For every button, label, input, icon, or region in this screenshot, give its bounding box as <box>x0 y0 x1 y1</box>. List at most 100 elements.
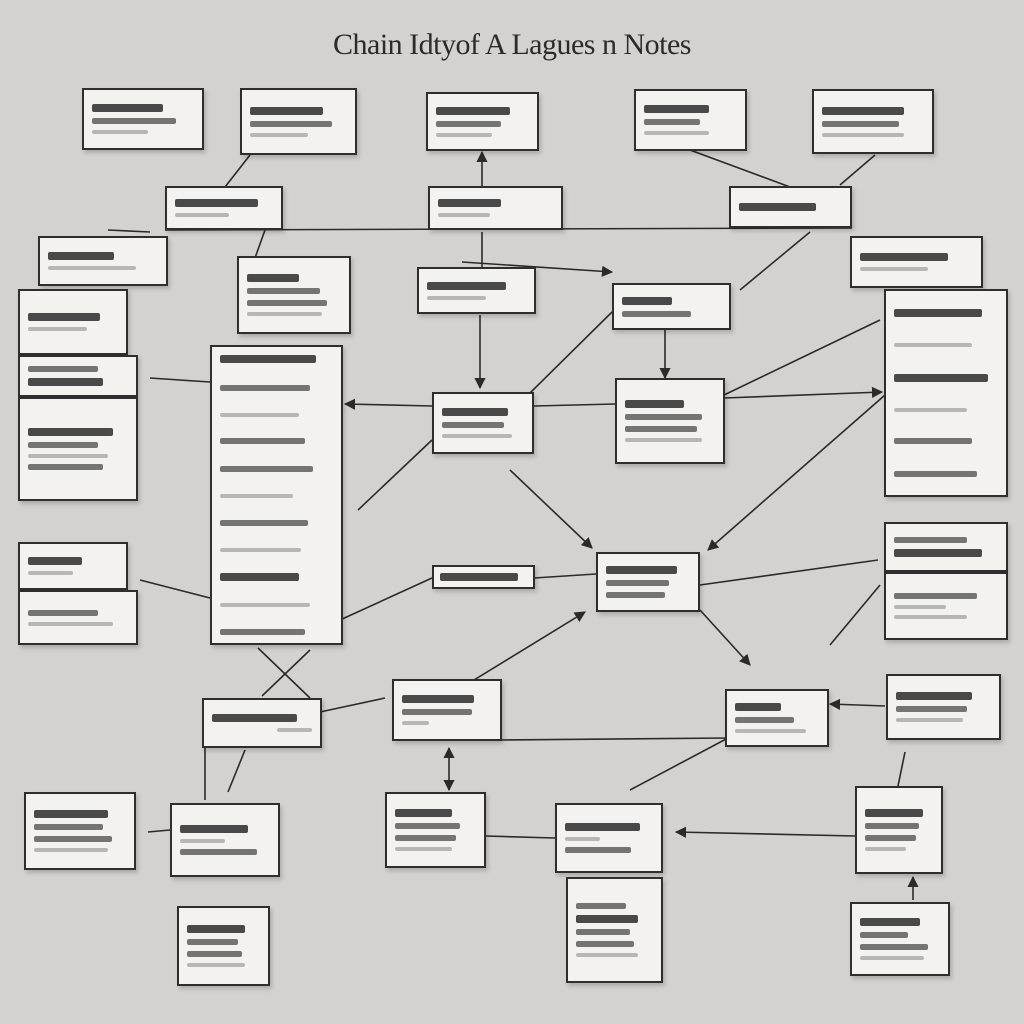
note-line <box>92 104 164 112</box>
note-card[interactable] <box>417 267 536 314</box>
note-line <box>576 929 630 935</box>
note-card[interactable] <box>555 803 663 873</box>
note-line <box>247 300 327 306</box>
note-line <box>180 849 257 855</box>
note-line <box>625 400 684 408</box>
note-line <box>180 825 248 833</box>
note-card[interactable] <box>729 186 852 228</box>
note-card[interactable] <box>392 679 502 741</box>
note-line <box>277 728 312 732</box>
note-line <box>250 132 309 137</box>
note-line <box>395 847 452 851</box>
note-line <box>180 839 225 843</box>
connector <box>707 394 886 551</box>
connector <box>829 584 881 646</box>
note-line <box>28 327 87 331</box>
note-line <box>735 703 782 711</box>
note-line <box>896 718 963 722</box>
note-line <box>735 717 794 723</box>
note-line <box>865 835 916 841</box>
note-line <box>28 366 98 372</box>
note-line <box>565 823 640 831</box>
note-card[interactable] <box>170 803 280 877</box>
note-line <box>34 848 108 852</box>
note-card[interactable] <box>566 877 663 983</box>
note-card[interactable] <box>615 378 725 464</box>
note-card[interactable] <box>202 698 322 748</box>
connector <box>533 403 616 407</box>
note-card[interactable] <box>612 283 731 330</box>
note-line <box>860 253 949 261</box>
note-card[interactable] <box>18 397 138 501</box>
note-line <box>48 252 114 260</box>
note-card[interactable] <box>596 552 700 612</box>
note-line <box>34 836 113 842</box>
connector <box>529 311 613 394</box>
connector <box>897 751 906 787</box>
note-line <box>92 130 149 134</box>
connector <box>723 386 884 399</box>
note-line <box>606 580 669 586</box>
note-card[interactable] <box>385 792 486 868</box>
note-line <box>220 573 300 582</box>
note-line <box>622 310 692 317</box>
note-line <box>739 203 817 211</box>
note-panel[interactable] <box>884 289 1008 497</box>
note-card[interactable] <box>18 542 128 590</box>
note-line <box>175 199 259 207</box>
note-card[interactable] <box>82 88 204 150</box>
connector <box>107 229 151 233</box>
note-card[interactable] <box>18 590 138 645</box>
note-card[interactable] <box>426 92 539 151</box>
note-card[interactable] <box>18 355 138 397</box>
note-line <box>438 213 490 217</box>
connector <box>147 829 171 833</box>
note-panel[interactable] <box>210 345 343 645</box>
note-line <box>576 915 638 923</box>
note-card[interactable] <box>432 392 534 454</box>
connector <box>699 559 879 586</box>
note-card[interactable] <box>850 902 950 976</box>
note-line <box>894 438 972 445</box>
note-card[interactable] <box>884 522 1008 572</box>
note-card[interactable] <box>850 236 983 288</box>
note-card[interactable] <box>24 792 136 870</box>
note-line <box>28 609 98 616</box>
note-card[interactable] <box>855 786 943 874</box>
note-line <box>576 941 634 947</box>
note-card[interactable] <box>237 256 351 334</box>
note-line <box>220 603 311 608</box>
connector <box>343 398 433 410</box>
note-card[interactable] <box>812 89 934 154</box>
connector <box>261 649 311 697</box>
note-line <box>220 384 311 391</box>
note-card[interactable] <box>886 674 1001 740</box>
note-card[interactable] <box>240 88 357 155</box>
note-line <box>860 932 908 938</box>
note-line <box>442 422 504 428</box>
note-card[interactable] <box>18 289 128 355</box>
note-line <box>860 944 928 950</box>
connector <box>509 469 593 549</box>
note-card[interactable] <box>634 89 747 151</box>
note-card[interactable] <box>884 572 1008 640</box>
note-line <box>565 837 601 841</box>
note-line <box>28 464 103 470</box>
connector <box>319 697 386 713</box>
note-line <box>735 729 807 733</box>
note-card[interactable] <box>177 906 270 986</box>
note-line <box>28 571 73 575</box>
connector <box>339 577 433 621</box>
note-card[interactable] <box>725 689 829 747</box>
note-line <box>220 355 317 363</box>
note-line <box>395 823 460 829</box>
note-line <box>894 343 972 348</box>
note-line <box>220 547 302 552</box>
note-line <box>606 566 678 574</box>
note-line <box>896 706 968 712</box>
note-card[interactable] <box>165 186 283 230</box>
note-line <box>822 132 904 137</box>
note-card[interactable] <box>38 236 168 286</box>
note-card[interactable] <box>432 565 535 589</box>
note-card[interactable] <box>428 186 563 230</box>
